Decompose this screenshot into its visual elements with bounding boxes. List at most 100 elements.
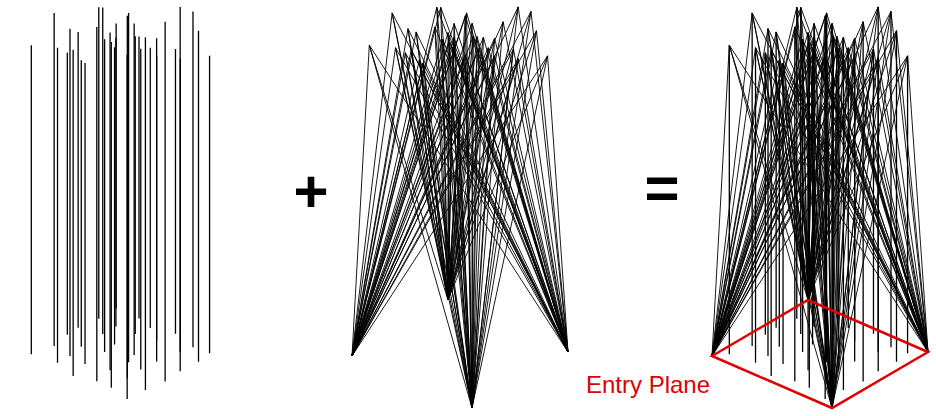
vertical-line (104, 39, 105, 352)
vertical-line (729, 45, 730, 354)
vertical-line (782, 63, 783, 364)
vertical-line (848, 48, 849, 328)
vertical-line (838, 49, 839, 370)
zigzag-line (437, 7, 472, 408)
zigzag-line (352, 37, 477, 356)
zigzag-line (352, 38, 454, 356)
vertical-line (109, 33, 110, 371)
zigzag-line (712, 60, 779, 356)
vertical-line (67, 53, 68, 335)
vertical-line (54, 13, 55, 346)
vertical-line (164, 22, 165, 382)
zigzag-line (472, 11, 531, 408)
zigzag-line (352, 53, 405, 356)
zigzag-line (808, 31, 897, 300)
zigzag-line (448, 38, 495, 300)
vertical-line (81, 60, 82, 346)
zigzag-line (352, 7, 518, 356)
vertical-line (755, 48, 756, 363)
zigzag-line (897, 31, 928, 352)
zigzag-line (878, 7, 928, 352)
vertical-line (111, 42, 112, 388)
vertical-line (180, 7, 181, 352)
zigzag-line (801, 7, 832, 408)
vertical-line (907, 56, 908, 353)
vertical-line (809, 42, 810, 388)
vertical-line (836, 37, 837, 319)
zigzag-line (352, 11, 531, 356)
zigzag-line (513, 49, 568, 352)
vertical-line (800, 7, 801, 334)
vertical-lines (31, 7, 209, 399)
zigzag-line (441, 7, 568, 352)
vertical-line (150, 48, 151, 328)
zigzag-line (352, 56, 548, 356)
vertical-line (775, 32, 776, 328)
zigzag-line (801, 7, 928, 352)
zigzag-line (448, 31, 537, 300)
entry-plane (712, 300, 928, 408)
zigzag-line (472, 56, 548, 408)
zigzag-line (448, 11, 531, 300)
zigzag-line (472, 49, 513, 408)
zigzag-line (712, 7, 797, 356)
vertical-line (862, 22, 863, 382)
vertical-line (812, 47, 813, 344)
vertical-line (156, 38, 157, 341)
zigzag-line (712, 53, 765, 356)
vertical-line (134, 23, 135, 355)
vertical-line (135, 36, 136, 334)
zigzag-line (832, 23, 833, 408)
zigzag-line (832, 49, 873, 408)
vertical-line (140, 49, 141, 370)
zigzag-line (437, 7, 568, 352)
zigzag-line (503, 22, 568, 352)
plus-sign: + (293, 159, 328, 225)
zigzag-line (472, 38, 495, 408)
zigzag-line (808, 38, 855, 300)
vertical-line (752, 13, 753, 346)
vertical-line (69, 29, 70, 356)
zigzag-line (712, 37, 837, 356)
vertical-line (779, 60, 780, 346)
zigzag-line (548, 56, 568, 352)
zigzag-line (488, 48, 568, 352)
vertical-line (175, 49, 176, 334)
zigzag-line (537, 31, 568, 352)
zigzag-line (472, 7, 518, 408)
vertical-line (890, 11, 891, 347)
vertical-line (114, 47, 115, 344)
vertical-line (77, 32, 78, 328)
vertical-line (767, 29, 768, 356)
vertical-line (765, 53, 766, 335)
zigzag-line (448, 37, 477, 300)
zigzag-line (873, 49, 928, 352)
zigzag-line (352, 60, 419, 356)
zigzag-line (454, 24, 472, 408)
vertical-line (145, 37, 146, 390)
vertical-line (833, 36, 834, 334)
zigzag-line (352, 7, 437, 356)
vertical-line (794, 27, 795, 381)
zigzag-line (908, 56, 928, 352)
equals-sign: = (644, 155, 679, 221)
zigzag-line (832, 38, 855, 408)
vertical-line (771, 50, 772, 376)
vertical-line (73, 50, 74, 376)
zigzag-line (712, 36, 833, 356)
vertical-line (896, 31, 897, 362)
vertical-line (31, 45, 32, 354)
zigzag-line (531, 11, 568, 352)
combined-lines (712, 7, 928, 408)
vertical-line (854, 38, 855, 341)
zigzag-line (441, 7, 472, 408)
vertical-line (802, 39, 803, 352)
vertical-line (209, 56, 210, 353)
vertical-line (102, 7, 103, 334)
zigzag-line (712, 39, 803, 356)
zigzag-line (352, 33, 448, 356)
zigzag-line (712, 23, 832, 356)
vertical-line (873, 49, 874, 334)
